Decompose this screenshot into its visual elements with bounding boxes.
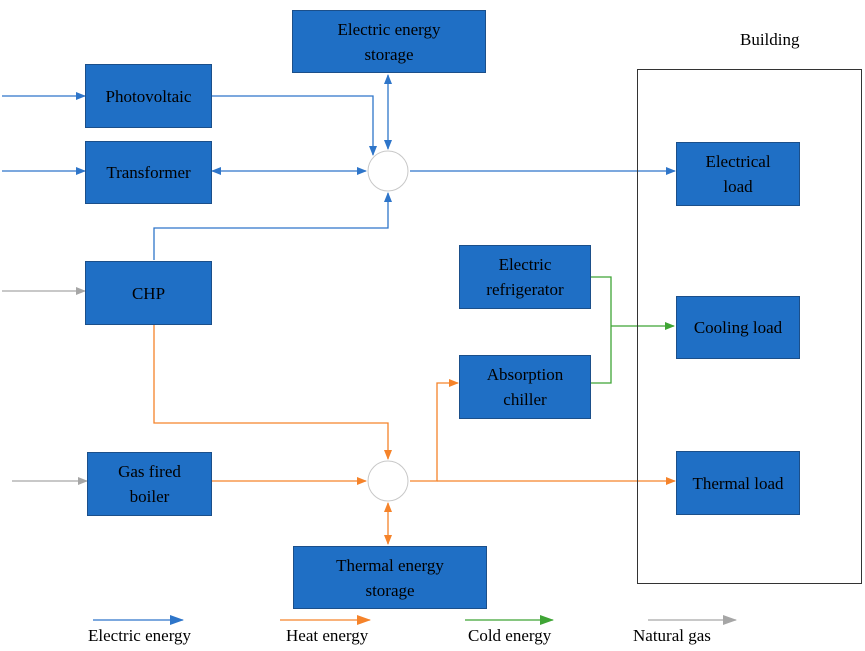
refrigerator-cold-line [591,276,612,384]
cooling-load-box: Cooling load [676,296,800,359]
legend-label-gas: Natural gas [633,626,711,645]
legend-label-heat: Heat energy [286,626,369,645]
legend-label-electric: Electric energy [88,626,192,645]
electric-refrigerator-box: Electric refrigerator [459,245,591,309]
electric-bus-node [367,150,409,192]
pv-to-bus-line [212,95,377,156]
chp-box: CHP [85,261,212,325]
building-label: Building [740,30,800,49]
chp-to-heat-bus-line [153,325,392,460]
heat-bus-to-chiller-line [410,379,459,482]
building-frame [637,69,862,584]
photovoltaic-box: Photovoltaic [85,64,212,128]
thermal-load-box: Thermal load [676,451,800,515]
transformer-box: Transformer [85,141,212,204]
thermal-energy-storage-box: Thermal energy storage [293,546,487,609]
electric-energy-storage-box: Electric energy storage [292,10,486,73]
legend-label-cold: Cold energy [468,626,552,645]
heat-bus-node [367,460,409,502]
chp-to-bus-line [153,192,392,260]
gas-fired-boiler-box: Gas fired boiler [87,452,212,516]
absorption-chiller-box: Absorption chiller [459,355,591,419]
electrical-load-box: Electrical load [676,142,800,206]
